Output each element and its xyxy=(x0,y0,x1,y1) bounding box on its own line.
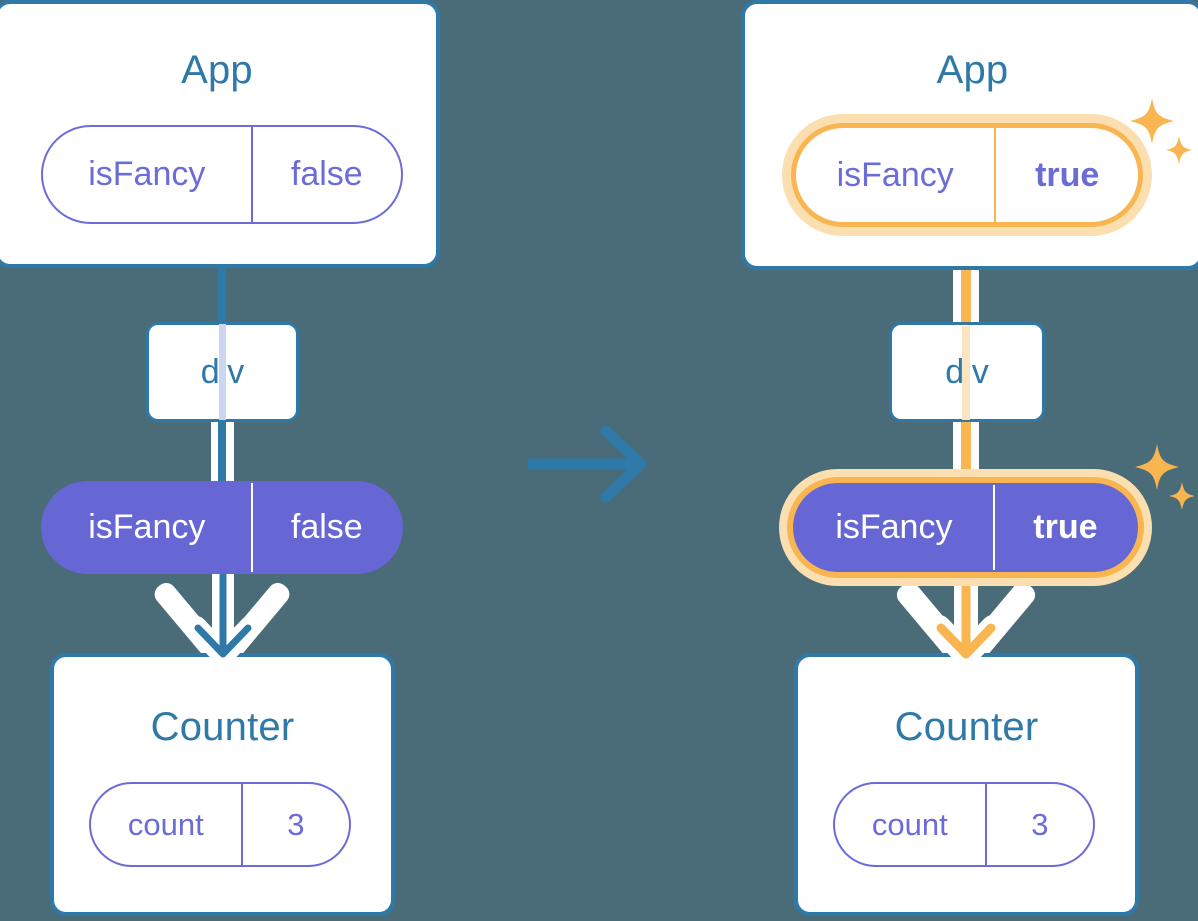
app-card-title-before: App xyxy=(181,48,253,92)
arrow-down-to-counter-before xyxy=(185,554,261,666)
counter-card-title-before: Counter xyxy=(150,705,295,749)
sparkle-star-small-icon xyxy=(1166,136,1192,164)
state-pill-value-after: true xyxy=(994,128,1138,222)
state-pill-isfancy-before: isFancy false xyxy=(41,125,403,224)
state-pill-count-key-before: count xyxy=(127,806,204,842)
props-pill-isfancy-before: isFancy false xyxy=(41,481,403,574)
props-pill-value-before: false xyxy=(250,483,401,572)
transition-arrow xyxy=(528,425,647,503)
props-pill-value-after: true xyxy=(992,485,1136,570)
connector-div-to-props-after xyxy=(961,416,971,488)
state-pill-count-key-after: count xyxy=(871,806,948,842)
state-pill-count-value-after: 3 xyxy=(984,784,1093,865)
connector-app-to-div-before xyxy=(218,266,226,324)
app-card-title-after: App xyxy=(936,48,1009,92)
connector-div-to-props-before xyxy=(218,416,226,488)
state-pill-key-after: isFancy xyxy=(836,155,954,194)
state-pill-value-before: false xyxy=(250,127,401,222)
state-pill-count-value-before: 3 xyxy=(240,784,349,865)
connector-through-div-after xyxy=(962,326,970,420)
props-pill-key-after: isFancy xyxy=(835,508,953,546)
counter-card-title-after: Counter xyxy=(894,705,1039,749)
props-pill-isfancy-after: isFancy true xyxy=(793,483,1138,572)
sparkle-icon-group-app-after xyxy=(1130,98,1192,164)
connector-through-div-before xyxy=(219,324,226,420)
props-pill-key-before: isFancy xyxy=(88,508,206,546)
sparkle-star-large-icon-2 xyxy=(1135,444,1179,490)
sparkle-star-small-icon-2 xyxy=(1169,482,1195,510)
state-pill-count-before: count 3 xyxy=(89,782,351,867)
state-pill-count-after: count 3 xyxy=(833,782,1095,867)
sparkle-icon-group-props-after xyxy=(1135,444,1195,510)
state-pill-isfancy-after: isFancy true xyxy=(791,123,1143,227)
sparkle-star-large-icon xyxy=(1130,98,1174,144)
state-pill-key-before: isFancy xyxy=(88,155,206,193)
